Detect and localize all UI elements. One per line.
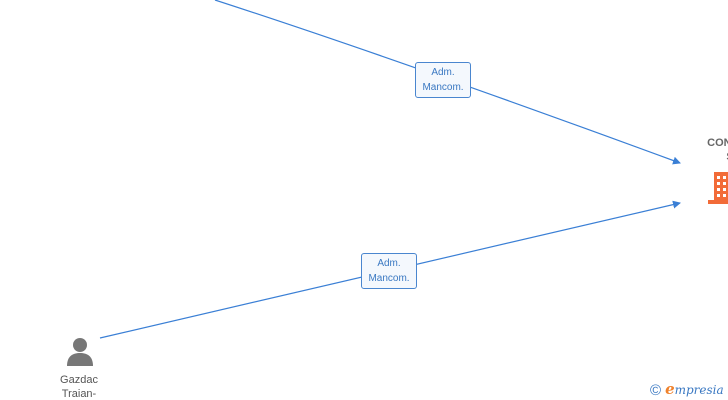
person-node-label[interactable]: Gazdac Traian- bbox=[44, 373, 114, 400]
edge-label-top-line2: Mancom. bbox=[422, 82, 464, 93]
brand-logo-initial: e bbox=[665, 380, 675, 398]
company-node-label[interactable]: CONSTA S bbox=[670, 136, 728, 164]
edge-label-bottom-line1: Adm. bbox=[377, 258, 401, 269]
edge-label-bottom-line2: Mancom. bbox=[368, 273, 410, 284]
copyright-symbol: © bbox=[650, 382, 662, 399]
brand-logo-text: mpresia bbox=[674, 383, 724, 397]
edge-label-bottom[interactable]: Adm. Mancom. bbox=[361, 253, 417, 289]
edge-label-top-line1: Adm. bbox=[431, 67, 455, 78]
edge-label-top[interactable]: Adm. Mancom. bbox=[415, 62, 471, 98]
person-name-line1: Gazdac bbox=[60, 374, 98, 386]
company-name-line1: CONSTA bbox=[707, 137, 728, 149]
person-icon[interactable] bbox=[65, 337, 95, 367]
company-name-line2: S bbox=[670, 150, 728, 164]
brand-watermark: ©empresia bbox=[650, 380, 724, 399]
building-icon[interactable] bbox=[708, 170, 728, 206]
person-name-line2: Traian- bbox=[61, 388, 97, 400]
